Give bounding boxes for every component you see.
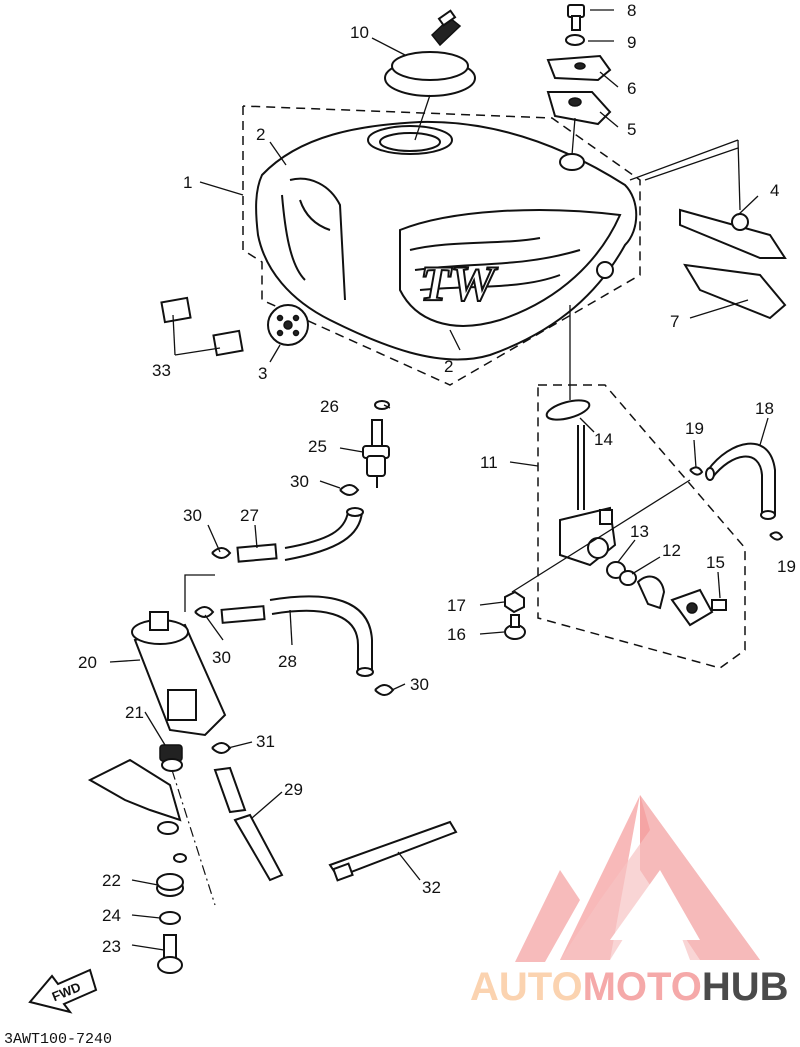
fuel-cock [559, 425, 617, 567]
callout-30d: 30 [410, 675, 429, 694]
clip-30a [339, 484, 360, 496]
callout-31: 31 [256, 732, 275, 751]
valve-25 [362, 419, 390, 488]
plate-7 [683, 263, 787, 320]
drawing-code: 3AWT100-7240 [4, 1031, 112, 1047]
hose-18 [705, 442, 776, 520]
callout-7: 7 [670, 312, 679, 331]
callout-2b: 2 [444, 357, 453, 376]
fuel-cock-boundary [537, 384, 746, 669]
fuel-pump-20 [131, 611, 227, 737]
callout-1: 1 [183, 173, 192, 192]
callout-26: 26 [320, 397, 339, 416]
fuel-tank: TW [255, 120, 638, 361]
callout-9: 9 [627, 33, 636, 52]
clip-30c [194, 606, 215, 618]
pad-33b [212, 329, 244, 357]
callout-20: 20 [78, 653, 97, 672]
callout-25: 25 [308, 437, 327, 456]
grommet [559, 153, 585, 171]
tank-decal: TW [420, 255, 499, 311]
callout-19a: 19 [685, 419, 704, 438]
callout-30a: 30 [290, 472, 309, 491]
washer-9 [565, 34, 585, 46]
callout-24: 24 [102, 906, 121, 925]
callout-29: 29 [284, 780, 303, 799]
grommet-under [157, 821, 179, 835]
callout-19b: 19 [777, 557, 796, 576]
collar-22 [156, 873, 184, 897]
cushion-3 [267, 304, 309, 346]
callout-4: 4 [770, 181, 779, 200]
callout-10: 10 [350, 23, 369, 42]
hose-27 [236, 507, 364, 563]
o-ring-12 [619, 570, 637, 586]
cover-15 [670, 588, 727, 627]
damper-6 [546, 54, 612, 82]
callout-16: 16 [447, 625, 466, 644]
fuel-cap [384, 9, 476, 97]
callout-6: 6 [627, 79, 636, 98]
callout-30c: 30 [212, 648, 231, 667]
callout-27: 27 [240, 506, 259, 525]
watermark-text: AUTOMOTOHUB [470, 965, 789, 1009]
hose-28 [220, 595, 374, 677]
cap-26 [374, 400, 390, 410]
callout-13: 13 [630, 522, 649, 541]
clip-31 [211, 742, 232, 754]
callout-11: 11 [480, 453, 498, 472]
callout-8: 8 [627, 1, 636, 20]
pad-33a [160, 296, 192, 324]
callout-32: 32 [422, 878, 441, 897]
band-32 [328, 820, 458, 882]
automotohub-logo [515, 795, 760, 962]
leader-lines [109, 9, 769, 951]
watermark-hub: HUB [702, 965, 789, 1009]
o-ring-14 [545, 399, 591, 421]
callout-3: 3 [258, 364, 267, 383]
nut-17 [504, 590, 525, 614]
fwd-arrow: FWD [28, 968, 98, 1014]
callout-17: 17 [447, 596, 466, 615]
bolt-8 [567, 4, 585, 31]
callout-2a: 2 [256, 125, 265, 144]
callout-labels: 1 2 2 3 4 5 6 7 8 9 10 11 12 13 14 15 16… [78, 1, 796, 956]
watermark-auto: AUTO [470, 965, 583, 1009]
lever-12 [636, 575, 666, 610]
callout-23: 23 [102, 937, 121, 956]
watermark-moto: MOTO [583, 965, 702, 1009]
callout-12: 12 [662, 541, 681, 560]
clip-19a [689, 466, 704, 476]
callout-18: 18 [755, 399, 774, 418]
seal-4 [679, 208, 787, 259]
callout-21: 21 [125, 703, 144, 722]
callout-28: 28 [278, 652, 297, 671]
clip-30b [211, 547, 232, 559]
callout-30b: 30 [183, 506, 202, 525]
callout-22: 22 [102, 871, 121, 890]
damper-5 [546, 91, 612, 126]
screw-16 [504, 614, 526, 640]
callout-15: 15 [706, 553, 725, 572]
ring-under [173, 853, 187, 863]
bolt-23 [157, 934, 183, 974]
clip-19b [769, 531, 784, 541]
washer-24 [159, 911, 181, 925]
tank-assembly-boundary [242, 105, 641, 386]
clip-30d [374, 684, 395, 696]
callout-14: 14 [594, 430, 613, 449]
callout-33: 33 [152, 361, 171, 380]
callout-5: 5 [627, 120, 636, 139]
hose-29 [213, 766, 284, 882]
bracket-21 [87, 744, 183, 822]
